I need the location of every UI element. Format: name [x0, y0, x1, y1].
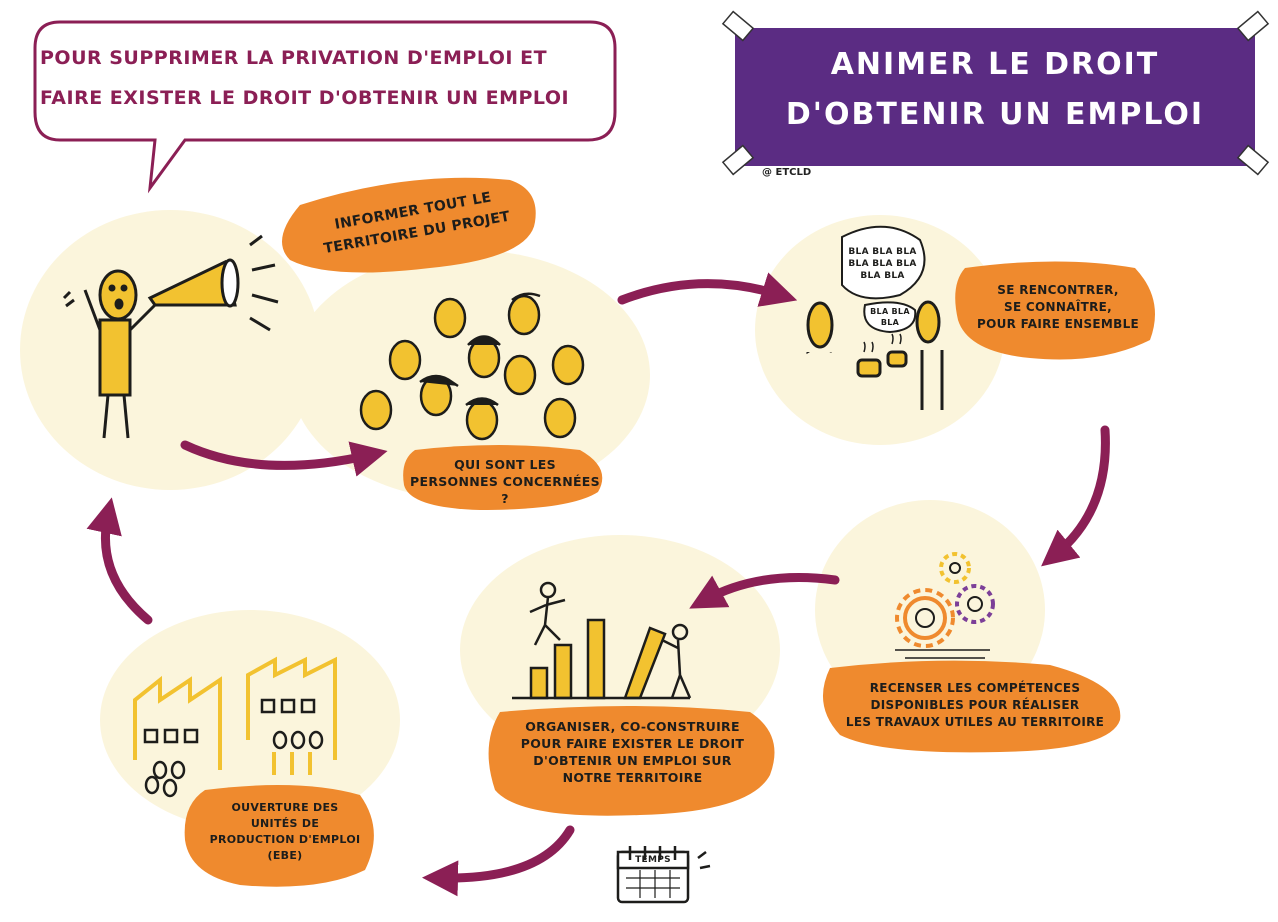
- blob-meet: [955, 261, 1155, 360]
- calendar-icon: [616, 846, 711, 904]
- step-ebe-label: Ouverture des unités de production d'emp…: [195, 800, 375, 864]
- blob-organise: [488, 706, 775, 816]
- flow-arrows: [86, 272, 1110, 897]
- skills-line-3: les travaux utiles au territoire: [845, 715, 1105, 729]
- chatter-small-line-1: bla bla: [870, 307, 910, 316]
- title-banner: [721, 10, 1270, 176]
- blob-who: [403, 445, 603, 510]
- arrow-skills-to-organise: [689, 573, 840, 609]
- step-skills-label: Recenser les compétences disponibles pou…: [825, 680, 1125, 731]
- skills-line-2: disponibles pour réaliser: [870, 698, 1080, 712]
- step-meet-label: Se rencontrer, se connaître, pour faire …: [968, 282, 1148, 333]
- ebe-line-3: production d'emploi: [209, 833, 361, 846]
- calendar-label: Temps: [635, 855, 671, 865]
- crowd-of-people-icon: [359, 292, 585, 441]
- blob-skills: [822, 660, 1121, 753]
- ebe-line-4: (EBE): [267, 849, 303, 862]
- chatter-big-line-1: Bla bla bla: [848, 247, 917, 257]
- speech-line-1: Pour supprimer la privation d'emploi et: [40, 47, 548, 69]
- step-who-label: Qui sont les personnes concernées ?: [410, 456, 600, 507]
- orange-labels: [184, 177, 1155, 887]
- meet-line-3: pour faire ensemble: [976, 317, 1140, 331]
- who-line-1: Qui sont les: [454, 457, 556, 472]
- meet-line-1: Se rencontrer,: [997, 283, 1119, 297]
- ebe-line-2: unités de: [250, 817, 320, 830]
- organise-line-1: Organiser, co-construire: [525, 719, 740, 734]
- who-line-2: personnes concernées ?: [410, 474, 600, 506]
- blob-ebe: [184, 785, 374, 887]
- blob-inform: [282, 177, 536, 273]
- gears-icon: [895, 552, 995, 659]
- credit-label: @ ETCLD: [762, 167, 812, 178]
- speech-bubble: [33, 20, 617, 194]
- speech-line-2: faire exister le droit d'obtenir un empl…: [40, 87, 570, 109]
- meet-line-2: se connaître,: [1004, 300, 1112, 314]
- title-line-1: Animer le droit: [830, 47, 1160, 82]
- title-line-2: d'obtenir un emploi: [785, 97, 1205, 132]
- page-title: Animer le droit d'obtenir un emploi: [745, 40, 1245, 140]
- chatter-big-line-3: bla bla: [860, 271, 905, 281]
- arrow-meet-to-skills: [1041, 425, 1110, 567]
- ebe-line-1: Ouverture des: [231, 801, 339, 814]
- organise-line-2: pour faire exister le droit: [520, 736, 745, 751]
- chatter-small-text: bla bla bla: [862, 306, 918, 328]
- chatter-big-line-2: bla bla bla: [848, 259, 917, 269]
- skills-line-1: Recenser les compétences: [869, 681, 1081, 695]
- conversation-icon: [805, 225, 944, 412]
- arrow-people-to-meet: [617, 272, 798, 307]
- organise-line-3: d'obtenir un emploi sur: [533, 753, 732, 768]
- arrow-ebe-to-start: [86, 497, 153, 625]
- rising-bars-icon: [512, 581, 692, 700]
- megaphone-person-icon: [62, 234, 279, 439]
- step-organise-label: Organiser, co-construire pour faire exis…: [495, 718, 770, 786]
- chatter-small-line-2: bla: [880, 318, 900, 327]
- chatter-big-text: Bla bla bla bla bla bla bla bla: [845, 246, 920, 282]
- organise-line-4: notre territoire: [562, 770, 703, 785]
- arrow-halo-to-people: [180, 440, 388, 477]
- arrow-organise-to-ebe: [422, 825, 575, 897]
- factories-icon: [133, 656, 337, 798]
- speech-bubble-text: Pour supprimer la privation d'emploi et …: [40, 38, 600, 118]
